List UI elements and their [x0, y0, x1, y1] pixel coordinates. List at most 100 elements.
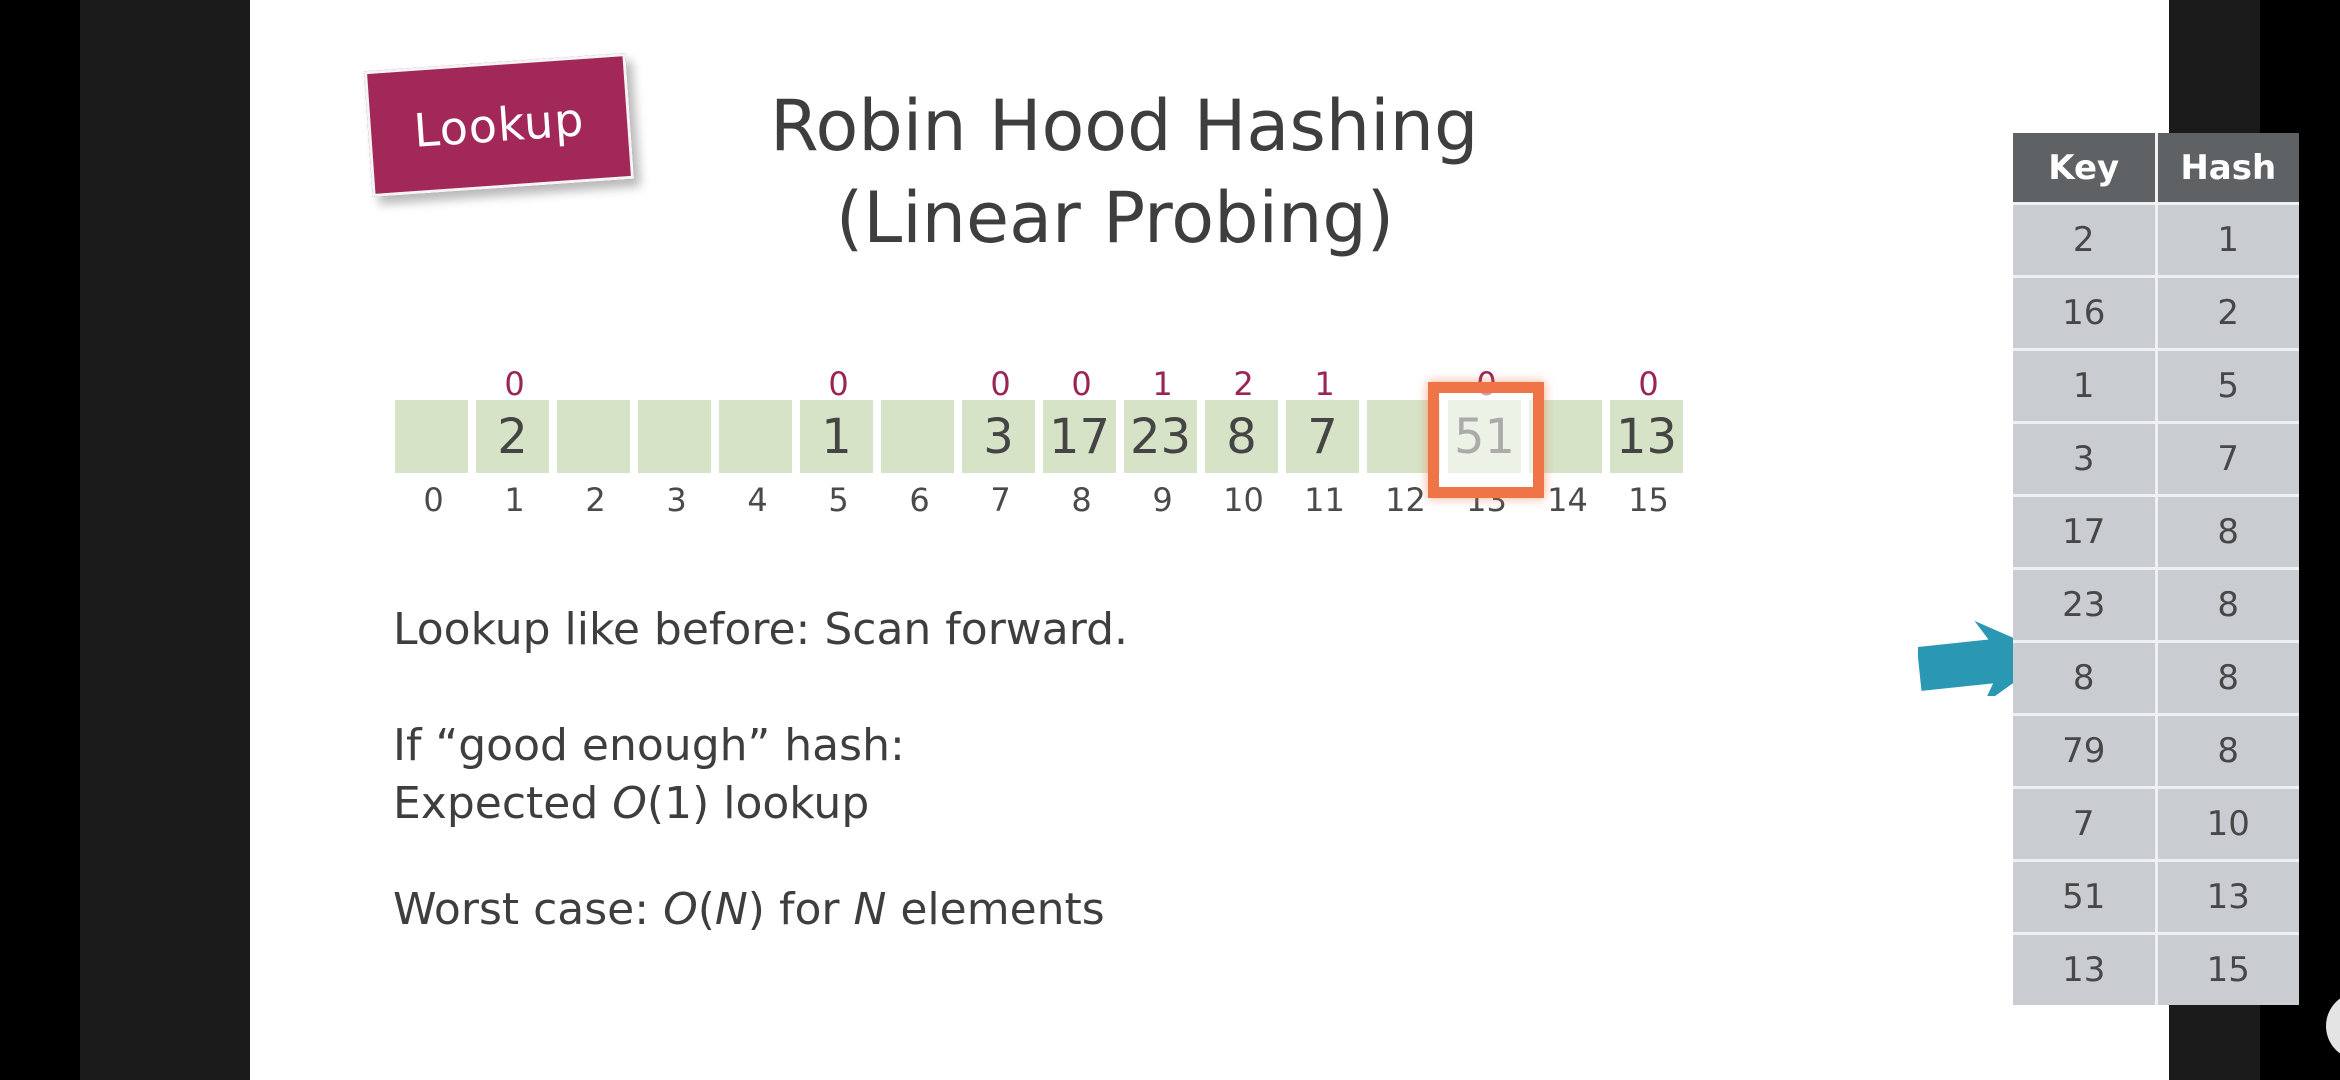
table-header-hash: Hash [2156, 133, 2299, 204]
array-slot: 3 [636, 365, 717, 530]
array-slot: 2 [555, 365, 636, 530]
probe-distance: 0 [504, 365, 525, 403]
table-cell-hash: 13 [2156, 859, 2299, 934]
slot-index: 12 [1385, 481, 1426, 519]
table-cell-hash: 8 [2156, 713, 2299, 788]
letterbox-left [0, 0, 80, 1080]
lookup-stamp: Lookup [363, 53, 635, 197]
table-cell-hash: 8 [2156, 567, 2299, 642]
table-cell-key: 8 [2013, 640, 2158, 715]
slot-value [638, 400, 711, 473]
slide-title-line1: Robin Hood Hashing [770, 85, 1479, 167]
table-cell-key: 23 [2013, 567, 2158, 642]
lookup-stamp-label: Lookup [411, 92, 587, 158]
slot-index: 0 [423, 481, 444, 519]
table-cell-key: 51 [2013, 859, 2158, 934]
probe-distance [879, 365, 960, 403]
text-expected-prefix: Expected [393, 778, 613, 829]
text-expected-o: O [612, 778, 647, 829]
text-worst-mid: ) for [747, 884, 854, 935]
table-cell-hash: 15 [2156, 932, 2299, 1005]
slot-value [1367, 400, 1440, 473]
table-header-key: Key [2013, 133, 2158, 204]
table-cell-key: 2 [2013, 202, 2158, 277]
table-cell-hash: 8 [2156, 494, 2299, 569]
probe-distance [717, 365, 798, 403]
slide-title: Robin Hood Hashing (Linear Probing) [770, 80, 1479, 264]
slide-title-line2: (Linear Probing) [835, 177, 1395, 259]
table-cell-key: 16 [2013, 275, 2158, 350]
probe-distance: 2 [1233, 365, 1254, 403]
table-cell-hash: 7 [2156, 421, 2299, 496]
text-worst-suffix: elements [886, 884, 1105, 935]
slot-value: 3 [962, 400, 1035, 473]
slot-value: 8 [1205, 400, 1278, 473]
probe-distance [393, 365, 474, 403]
slot-value: 1 [800, 400, 873, 473]
slide: Lookup Robin Hood Hashing (Linear Probin… [250, 0, 2340, 1080]
text-scan-forward: Lookup like before: Scan forward. [393, 604, 1128, 655]
probe-distance: 0 [1638, 365, 1659, 403]
slot-index: 11 [1304, 481, 1345, 519]
slot-value: 2 [476, 400, 549, 473]
table-cell-hash: 5 [2156, 348, 2299, 423]
text-worst-n: N [714, 884, 748, 935]
text-good-enough: If “good enough” hash: [393, 720, 905, 771]
table-cell-hash: 10 [2156, 786, 2299, 861]
table-cell-key: 79 [2013, 713, 2158, 788]
text-worst-case: Worst case: O(N) for N elements [393, 882, 1105, 938]
slot-index: 14 [1547, 481, 1588, 519]
text-expected-suffix: (1) lookup [646, 778, 870, 829]
table-cell-key: 7 [2013, 786, 2158, 861]
slot-index: 6 [909, 481, 930, 519]
slot-value: 7 [1286, 400, 1359, 473]
array-slot: 12 [1365, 365, 1446, 530]
slot-index: 4 [747, 481, 768, 519]
slot-index: 15 [1628, 481, 1669, 519]
probe-distance: 0 [990, 365, 1011, 403]
slot-value: 23 [1124, 400, 1197, 473]
table-cell-key: 17 [2013, 494, 2158, 569]
slot-index: 3 [666, 481, 687, 519]
array-slot: 6 [879, 365, 960, 530]
highlight-slot-10 [1428, 382, 1544, 498]
table-cell-hash: 2 [2156, 275, 2299, 350]
probe-distance: 1 [1152, 365, 1173, 403]
table-cell-hash: 8 [2156, 640, 2299, 715]
table-cell-key: 3 [2013, 421, 2158, 496]
text-expected-lookup: Expected O(1) lookup [393, 776, 869, 832]
slot-value: 13 [1610, 400, 1683, 473]
slot-value [395, 400, 468, 473]
slot-index: 7 [990, 481, 1011, 519]
slot-index: 9 [1152, 481, 1173, 519]
probe-distance: 0 [828, 365, 849, 403]
slot-index: 5 [828, 481, 849, 519]
array-slot: 0 [393, 365, 474, 530]
slot-index: 1 [504, 481, 525, 519]
probe-distance: 1 [1314, 365, 1335, 403]
text-worst-n2: N [853, 884, 887, 935]
slot-value [557, 400, 630, 473]
text-worst-prefix: Worst case: [393, 884, 664, 935]
table-cell-hash: 1 [2156, 202, 2299, 277]
probe-distance [555, 365, 636, 403]
text-worst-o: O [663, 884, 698, 935]
